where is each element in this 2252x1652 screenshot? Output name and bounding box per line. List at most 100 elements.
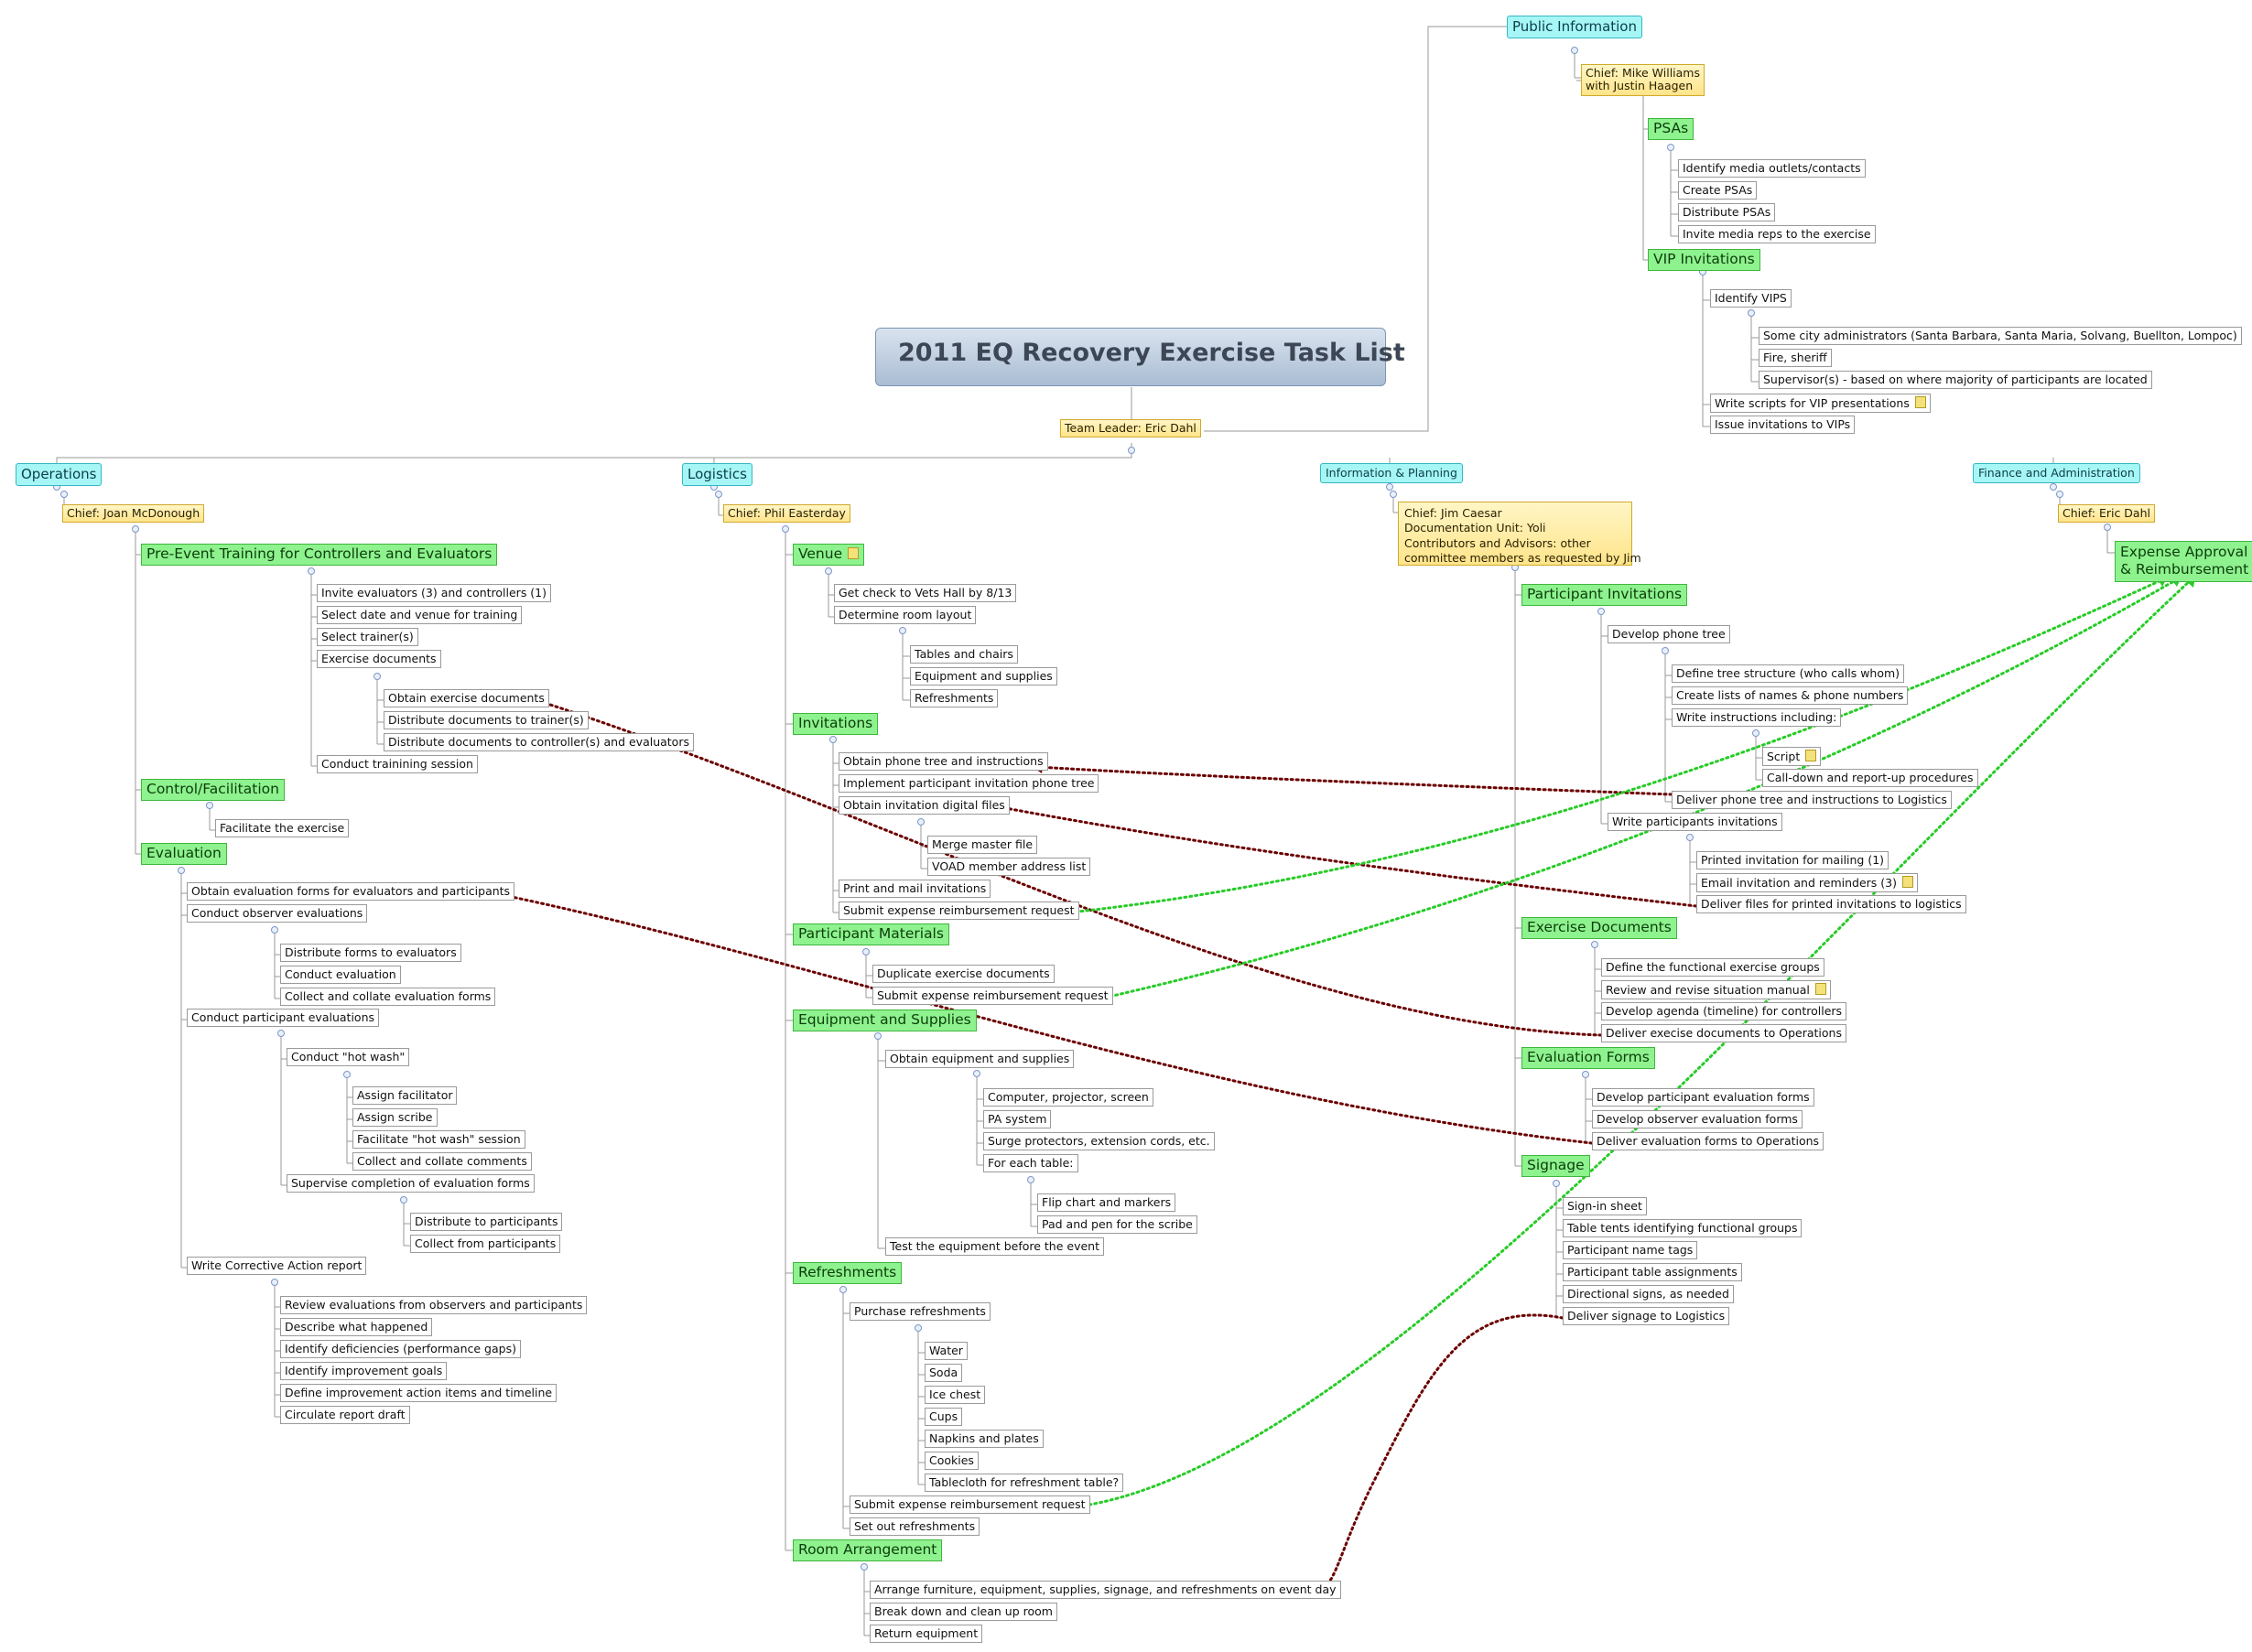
task-item[interactable]: Participant table assignments	[1563, 1263, 1742, 1282]
task-item[interactable]: Fire, sheriff	[1759, 349, 1832, 368]
task-item[interactable]: Water	[925, 1342, 968, 1361]
task-item[interactable]: Distribute documents to trainer(s)	[384, 711, 589, 730]
information-planning-node[interactable]: Information & Planning	[1320, 463, 1463, 484]
task-item[interactable]: Develop agenda (timeline) for controller…	[1601, 1002, 1847, 1021]
task-item[interactable]: Email invitation and reminders (3)	[1696, 873, 1918, 893]
task-item[interactable]: Facilitate the exercise	[215, 819, 350, 838]
note-icon[interactable]	[848, 547, 860, 559]
task-item[interactable]: Create lists of names & phone numbers	[1672, 686, 1909, 706]
evaluation-forms-node[interactable]: Evaluation Forms	[1521, 1047, 1655, 1069]
task-item[interactable]: Determine room layout	[834, 606, 977, 625]
task-item[interactable]: Tablecloth for refreshment table?	[925, 1474, 1124, 1493]
task-item[interactable]: Break down and clean up room	[870, 1603, 1057, 1622]
control-facilitation-node[interactable]: Control/Facilitation	[141, 779, 285, 801]
task-item[interactable]: Exercise documents	[317, 650, 441, 669]
task-item[interactable]: Tables and chairs	[910, 645, 1018, 664]
task-item[interactable]: Deliver files for printed invitations to…	[1696, 895, 1966, 914]
task-item[interactable]: Call-down and report-up procedures	[1762, 769, 1978, 788]
task-item[interactable]: Obtain equipment and supplies	[885, 1050, 1075, 1069]
task-item[interactable]: Arrange furniture, equipment, supplies, …	[870, 1581, 1341, 1600]
task-item[interactable]: Assign scribe	[352, 1108, 438, 1128]
task-item[interactable]: Merge master file	[927, 836, 1038, 855]
task-item[interactable]: Invite evaluators (3) and controllers (1…	[317, 584, 552, 603]
task-item[interactable]: Test the equipment before the event	[885, 1237, 1104, 1257]
participant-materials-node[interactable]: Participant Materials	[793, 923, 949, 945]
task-item[interactable]: Write Corrective Action report	[187, 1257, 367, 1276]
task-item[interactable]: Identify deficiencies (performance gaps)	[280, 1340, 521, 1359]
signage-node[interactable]: Signage	[1521, 1155, 1590, 1177]
public-information-node[interactable]: Public Information	[1507, 16, 1642, 39]
task-item[interactable]: Ice chest	[925, 1386, 986, 1405]
task-item[interactable]: Deliver evaluation forms to Operations	[1592, 1132, 1824, 1151]
task-item[interactable]: Distribute PSAs	[1678, 203, 1776, 222]
task-item[interactable]: Script	[1762, 747, 1822, 767]
task-item[interactable]: Return equipment	[870, 1625, 983, 1644]
task-item[interactable]: Printed invitation for mailing (1)	[1696, 851, 1889, 870]
task-item[interactable]: Collect and collate evaluation forms	[280, 988, 496, 1007]
task-item[interactable]: Assign facilitator	[352, 1086, 458, 1106]
task-item[interactable]: Equipment and supplies	[910, 667, 1057, 686]
task-item[interactable]: VOAD member address list	[927, 858, 1091, 877]
task-item[interactable]: Surge protectors, extension cords, etc.	[983, 1132, 1215, 1151]
equipment-supplies-node[interactable]: Equipment and Supplies	[793, 1010, 977, 1031]
task-item[interactable]: Create PSAs	[1678, 181, 1758, 200]
task-item[interactable]: Refreshments	[910, 689, 999, 708]
operations-chief[interactable]: Chief: Joan McDonough	[62, 504, 205, 524]
task-item[interactable]: Identify media outlets/contacts	[1678, 159, 1866, 178]
task-item[interactable]: Distribute documents to controller(s) an…	[384, 733, 694, 752]
task-item[interactable]: Print and mail invitations	[839, 880, 991, 899]
task-item[interactable]: Flip chart and markers	[1037, 1193, 1176, 1213]
task-item[interactable]: Define the functional exercise groups	[1601, 958, 1824, 977]
task-item[interactable]: Write instructions including:	[1672, 708, 1842, 728]
task-item[interactable]: Submit expense reimbursement request	[839, 902, 1079, 921]
task-item[interactable]: Facilitate "hot wash" session	[352, 1130, 525, 1150]
task-item[interactable]: Define tree structure (who calls whom)	[1672, 664, 1905, 684]
task-item[interactable]: Invite media reps to the exercise	[1678, 225, 1876, 244]
task-item[interactable]: Sign-in sheet	[1563, 1197, 1647, 1216]
task-item[interactable]: Table tents identifying functional group…	[1563, 1219, 1803, 1238]
task-item[interactable]: Select date and venue for training	[317, 606, 523, 625]
task-item[interactable]: Supervise completion of evaluation forms	[287, 1174, 535, 1193]
invitations-node[interactable]: Invitations	[793, 713, 879, 735]
refreshments-node[interactable]: Refreshments	[793, 1262, 903, 1284]
venue-node[interactable]: Venue	[793, 544, 865, 566]
vip-invitations-node[interactable]: VIP Invitations	[1648, 249, 1760, 271]
logistics-chief[interactable]: Chief: Phil Easterday	[723, 504, 850, 524]
expense-approval-node[interactable]: Expense Approval& Reimbursement	[2115, 541, 2252, 582]
task-item[interactable]: Participant name tags	[1563, 1241, 1698, 1260]
note-icon[interactable]	[1914, 396, 1926, 408]
task-item[interactable]: Implement participant invitation phone t…	[839, 774, 1099, 794]
task-item[interactable]: Define improvement action items and time…	[280, 1384, 558, 1403]
task-item[interactable]: Distribute to participants	[410, 1213, 563, 1232]
task-item[interactable]: Pad and pen for the scribe	[1037, 1215, 1197, 1235]
evaluation-node[interactable]: Evaluation	[141, 843, 227, 865]
team-leader[interactable]: Team Leader: Eric Dahl	[1060, 419, 1201, 438]
task-item[interactable]: Soda	[925, 1364, 963, 1383]
note-icon[interactable]	[1901, 876, 1913, 888]
task-item[interactable]: Review and revise situation manual	[1601, 980, 1831, 1000]
task-item[interactable]: Describe what happened	[280, 1318, 433, 1337]
task-item[interactable]: Circulate report draft	[280, 1406, 410, 1425]
task-item[interactable]: Develop phone tree	[1608, 625, 1730, 644]
task-item[interactable]: Distribute forms to evaluators	[280, 944, 461, 963]
note-icon[interactable]	[1814, 983, 1826, 995]
task-item[interactable]: Obtain exercise documents	[384, 689, 549, 708]
task-item[interactable]: Submit expense reimbursement request	[872, 987, 1113, 1006]
finance-chief[interactable]: Chief: Eric Dahl	[2058, 504, 2155, 524]
task-item[interactable]: Conduct participant evaluations	[187, 1009, 380, 1028]
task-item[interactable]: Issue invitations to VIPs	[1710, 416, 1856, 435]
task-item[interactable]: Obtain phone tree and instructions	[839, 752, 1048, 772]
note-icon[interactable]	[1805, 750, 1817, 761]
task-item[interactable]: Collect and collate comments	[352, 1152, 532, 1172]
task-item[interactable]: Purchase refreshments	[850, 1302, 991, 1322]
pre-event-training-node[interactable]: Pre-Event Training for Controllers and E…	[141, 544, 498, 566]
operations-node[interactable]: Operations	[16, 463, 103, 487]
task-item[interactable]: Obtain evaluation forms for evaluators a…	[187, 882, 515, 902]
task-item[interactable]: Review evaluations from observers and pa…	[280, 1296, 588, 1315]
task-item[interactable]: Select trainer(s)	[317, 628, 418, 647]
task-item[interactable]: Deliver execise documents to Operations	[1601, 1024, 1846, 1043]
exercise-documents-node[interactable]: Exercise Documents	[1521, 917, 1677, 939]
room-arrangement-node[interactable]: Room Arrangement	[793, 1539, 943, 1561]
task-item[interactable]: Develop participant evaluation forms	[1592, 1088, 1814, 1107]
